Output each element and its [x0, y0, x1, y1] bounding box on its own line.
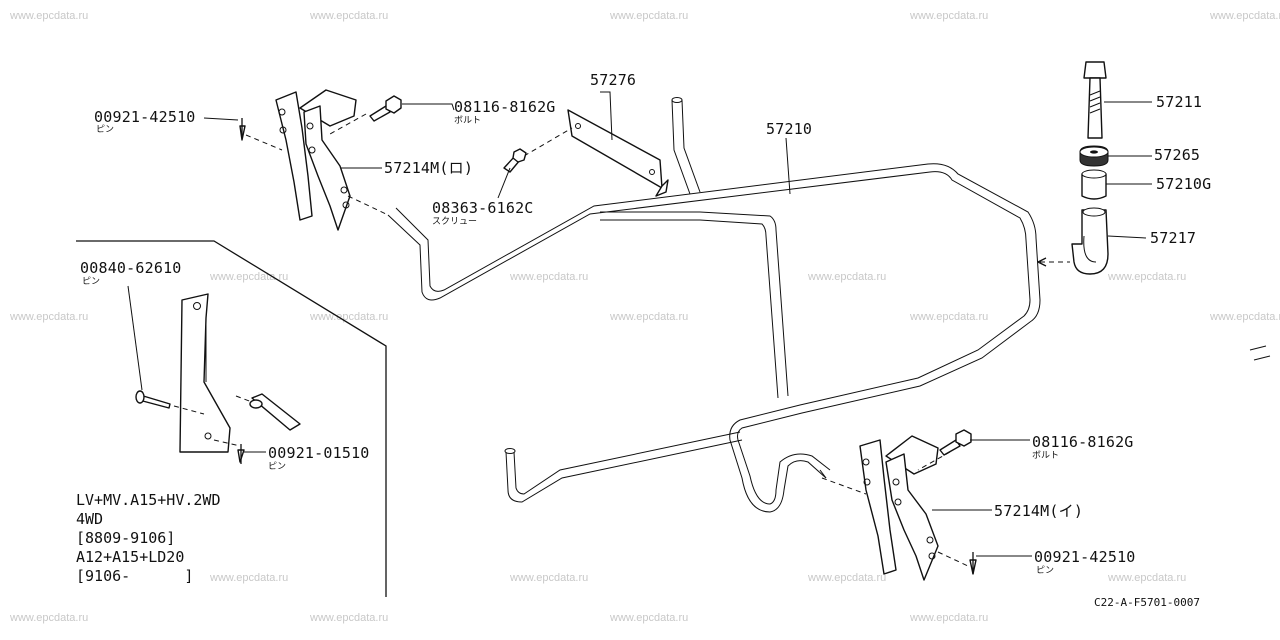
callout-pin-lower-sub: ピン — [1036, 566, 1055, 576]
note-line: LV+MV.A15+HV.2WD — [76, 491, 221, 509]
callout-inset-pin-long: 00840-62610 — [80, 259, 182, 277]
watermark: www.epcdata.ru — [10, 10, 89, 22]
watermark: www.epcdata.ru — [610, 10, 689, 22]
diagram-code: C22-A-F5701-0007 — [1094, 596, 1200, 609]
watermark: www.epcdata.ru — [610, 612, 689, 624]
callout-plate: 57276 — [590, 71, 637, 89]
bolt-upper — [369, 95, 402, 122]
inset-bracket — [179, 293, 231, 453]
note-line: [9106- ] — [76, 567, 194, 585]
callout-bolt-lower-sub: ボルト — [1032, 451, 1060, 461]
callout-pin-upper-left: 00921-42510 — [94, 108, 196, 126]
watermark: www.epcdata.ru — [808, 271, 887, 283]
collar-57210g — [1081, 169, 1107, 200]
callout-pin-upper-left-sub: ピン — [96, 125, 115, 135]
watermark: www.epcdata.ru — [510, 271, 589, 283]
callout-carrier: 57210 — [766, 120, 813, 138]
watermark: www.epcdata.ru — [1210, 10, 1280, 22]
inset-sleeve — [213, 393, 301, 447]
callout-hook: 57217 — [1150, 229, 1197, 247]
watermark: www.epcdata.ru — [910, 612, 989, 624]
callout-bolt-upper-sub: ボルト — [454, 116, 482, 126]
inset-pin-long — [135, 390, 205, 415]
inset-border — [76, 240, 387, 597]
pin-lower — [969, 552, 977, 575]
callout-pin-lower: 00921-42510 — [1034, 548, 1136, 566]
leader-lines — [127, 91, 1271, 557]
note-line: [8809-9106] — [76, 529, 176, 547]
note-line: A12+A15+LD20 — [76, 548, 185, 566]
bolt-lower — [939, 429, 972, 456]
watermark: www.epcdata.ru — [10, 612, 89, 624]
watermark: www.epcdata.ru — [1210, 311, 1280, 323]
screw — [503, 148, 527, 173]
watermark: www.epcdata.ru — [808, 572, 887, 584]
carrier-frame — [387, 97, 1041, 513]
watermark: www.epcdata.ru — [10, 311, 89, 323]
callout-bracket-upper: 57214M(ロ) — [384, 159, 474, 177]
watermark: www.epcdata.ru — [910, 10, 989, 22]
callout-collar: 57210G — [1156, 175, 1212, 193]
watermark: www.epcdata.ru — [510, 572, 589, 584]
callout-inset-pin-short: 00921-01510 — [268, 444, 370, 462]
watermark: www.epcdata.ru — [310, 10, 389, 22]
callout-bolt-lower: 08116-8162G — [1032, 433, 1134, 451]
bolt-57211 — [1083, 61, 1107, 139]
callout-bracket-lower: 57214M(イ) — [994, 502, 1084, 520]
watermark: www.epcdata.ru — [310, 311, 389, 323]
note-line: 4WD — [76, 510, 104, 528]
plate-57276 — [523, 109, 669, 197]
bracket-lower-right — [821, 435, 969, 581]
callout-screw: 08363-6162C — [432, 199, 534, 217]
watermark: www.epcdata.ru — [1108, 572, 1187, 584]
inset-applicability-note: LV+MV.A15+HV.2WD 4WD [8809-9106] A12+A15… — [76, 491, 221, 586]
callout-bolt-upper: 08116-8162G — [454, 98, 556, 116]
watermark: www.epcdata.ru — [310, 612, 389, 624]
watermark: www.epcdata.ru — [1108, 271, 1187, 283]
watermark: www.epcdata.ru — [910, 311, 989, 323]
hook-57217 — [1037, 207, 1109, 275]
washer-57265 — [1079, 145, 1109, 167]
callout-inset-pin-short-sub: ピン — [268, 462, 287, 472]
callout-inset-pin-long-sub: ピン — [82, 277, 101, 287]
callout-washer: 57265 — [1154, 146, 1201, 164]
bracket-upper-left — [245, 89, 387, 231]
callout-screw-sub: スクリュー — [432, 217, 478, 227]
pin-upper-left — [239, 118, 246, 141]
watermark: www.epcdata.ru — [610, 311, 689, 323]
callout-bolt-57211: 57211 — [1156, 93, 1203, 111]
watermark: www.epcdata.ru — [210, 572, 289, 584]
inset-pin-short — [237, 444, 245, 464]
